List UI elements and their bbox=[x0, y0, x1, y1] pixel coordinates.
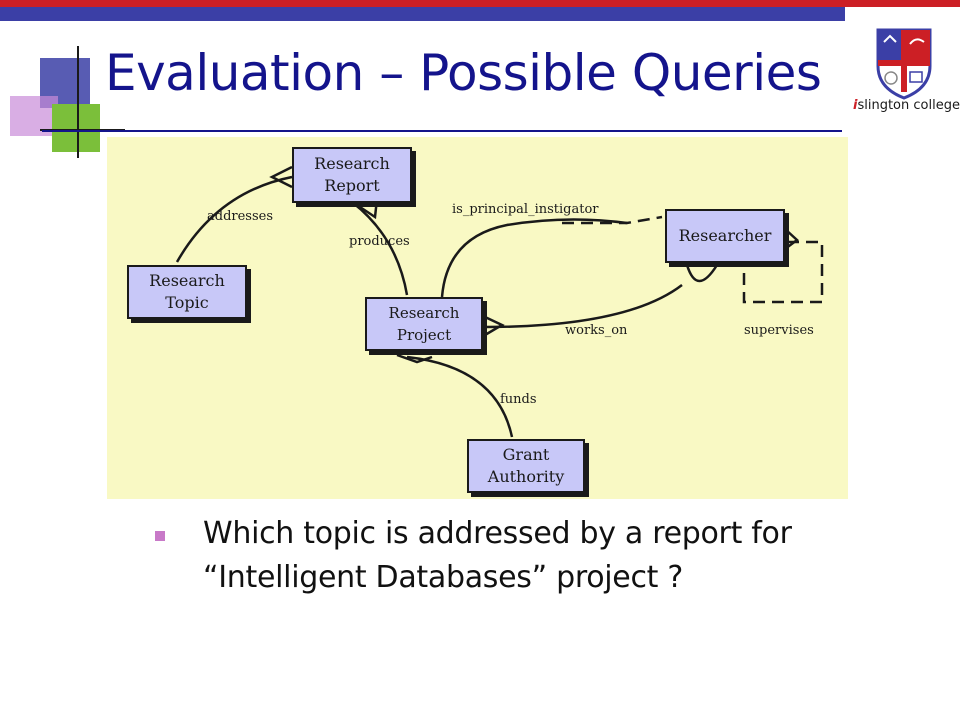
produces-line bbox=[351, 201, 409, 296]
funds-crowfoot bbox=[396, 353, 433, 364]
instigator-solid-line bbox=[440, 218, 628, 298]
rel-addresses: addresses bbox=[207, 209, 274, 224]
bullet-square-icon bbox=[155, 531, 165, 541]
works-on-line bbox=[484, 284, 683, 329]
rel-supervises: supervises bbox=[744, 323, 814, 338]
top-bar-navy bbox=[0, 7, 845, 21]
addresses-crowfoot bbox=[269, 165, 293, 189]
supervises-loop bbox=[742, 240, 824, 304]
funds-line bbox=[406, 355, 514, 438]
rel-funds: funds bbox=[500, 392, 537, 407]
college-crest-icon bbox=[876, 28, 932, 100]
college-logo-text: islington college bbox=[853, 98, 960, 113]
top-bar-red bbox=[0, 0, 960, 7]
rel-works-on: works_on bbox=[565, 323, 628, 338]
works-on-crowfoot-researcher bbox=[685, 264, 719, 283]
instigator-dashed-line bbox=[562, 215, 663, 225]
bullet-text: Which topic is addressed by a report for… bbox=[203, 516, 792, 595]
produces-crowfoot-top bbox=[356, 198, 379, 220]
er-diagram-connectors bbox=[175, 165, 824, 438]
addresses-line bbox=[175, 175, 293, 263]
works-on-crowfoot bbox=[484, 315, 505, 337]
rel-is-principal-instigator: is_principal_instigator bbox=[452, 202, 599, 217]
title-underline bbox=[42, 130, 842, 132]
slide-title: Evaluation – Possible Queries bbox=[105, 44, 822, 102]
supervises-crowfoot bbox=[784, 228, 799, 250]
rel-produces: produces bbox=[349, 234, 410, 249]
entity-researcher: Researcher bbox=[665, 209, 785, 263]
